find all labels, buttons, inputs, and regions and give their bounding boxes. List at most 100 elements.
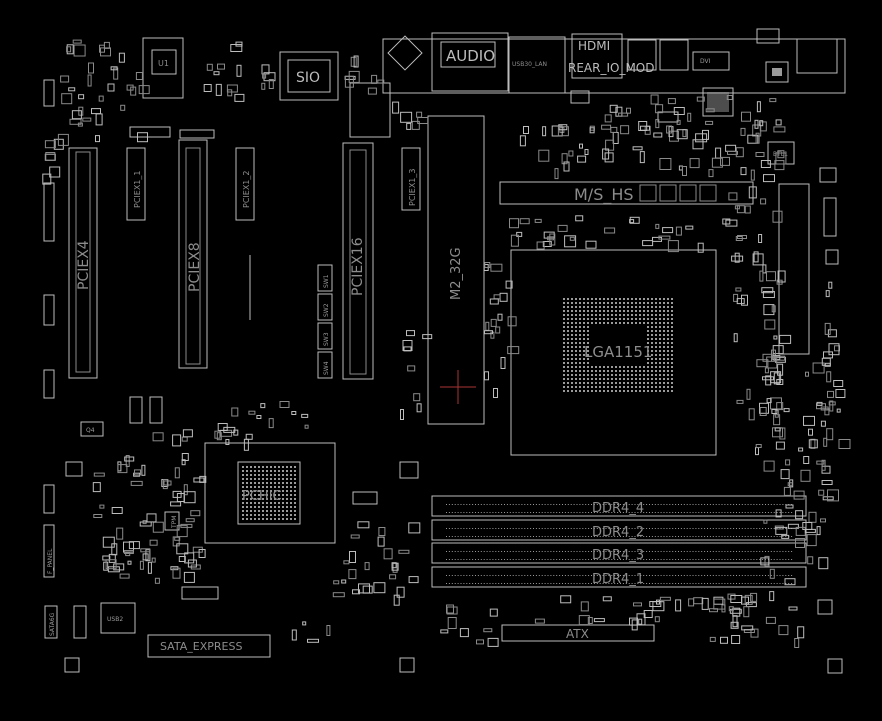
ddr-pin xyxy=(515,551,517,552)
sw3[interactable] xyxy=(317,322,333,350)
tpm-header[interactable] xyxy=(164,511,180,531)
cpu-pin xyxy=(631,390,633,392)
dvi-connector[interactable] xyxy=(692,51,730,71)
cpu-pin xyxy=(667,298,669,300)
cpu-pin xyxy=(651,338,653,340)
cpu-pin xyxy=(567,330,569,332)
switch-column: SW1 SW2 SW3 SW4 xyxy=(317,264,333,379)
ddr-pin xyxy=(614,536,616,537)
ddr-pin xyxy=(669,512,671,513)
pciex1-1-slot[interactable] xyxy=(126,147,146,221)
cpu-pin xyxy=(607,302,609,304)
usb2-header[interactable] xyxy=(100,602,136,634)
cpu-pin xyxy=(575,326,577,328)
smd-part xyxy=(72,39,82,44)
cpu-pin xyxy=(611,386,613,388)
fpanel-header[interactable] xyxy=(43,524,55,578)
ddr4-1-slot[interactable] xyxy=(431,566,807,588)
smd-part xyxy=(227,89,233,97)
sw1[interactable] xyxy=(317,264,333,292)
ddr-pin xyxy=(524,528,526,529)
smd-part xyxy=(235,41,243,47)
ddr-pin xyxy=(767,575,769,576)
ddr4-3-slot[interactable] xyxy=(431,542,807,564)
m2-slot-region: M2_32G xyxy=(427,115,485,425)
ddr-pin xyxy=(741,583,743,584)
smd-part xyxy=(762,353,775,362)
smd-part xyxy=(730,621,739,629)
ddr-pin xyxy=(666,528,668,529)
port-a[interactable] xyxy=(627,39,657,71)
ddr-pin xyxy=(547,528,549,529)
smd-part xyxy=(500,357,506,369)
pch-pin xyxy=(278,490,280,492)
ddr-pin xyxy=(759,512,761,513)
sw4[interactable] xyxy=(317,351,333,379)
ddr-pin xyxy=(463,583,465,584)
ddr4-4-slot[interactable] xyxy=(431,495,807,517)
ddr-pin xyxy=(776,551,778,552)
cpu-pin xyxy=(655,362,657,364)
cpu-pin xyxy=(611,366,613,368)
usb-lan-connector[interactable] xyxy=(508,36,566,94)
sw2[interactable] xyxy=(317,293,333,321)
smd-part xyxy=(589,127,595,134)
pch-chip[interactable] xyxy=(237,461,301,525)
ddr-pin xyxy=(451,583,453,584)
ddr-pin xyxy=(512,528,514,529)
smd-part xyxy=(709,636,716,642)
pciex16-slot[interactable] xyxy=(342,142,374,380)
ddr-pin xyxy=(559,575,561,576)
sata-express-connector[interactable] xyxy=(147,634,271,658)
hdmi-connector[interactable] xyxy=(571,33,623,79)
smd-part xyxy=(57,133,69,146)
ddr-pin xyxy=(472,575,474,576)
ddr-pin xyxy=(747,528,749,529)
audio-connector[interactable] xyxy=(431,32,509,92)
smd-part xyxy=(141,464,146,476)
ddr-pin xyxy=(495,528,497,529)
ddr-pin xyxy=(521,528,523,529)
pch-pin xyxy=(270,478,272,480)
ddr-pin xyxy=(765,512,766,513)
pciex4-slot[interactable] xyxy=(68,147,98,379)
ddr-pin xyxy=(721,575,723,576)
ddr-pin xyxy=(451,536,453,537)
ddr-pin xyxy=(614,583,616,584)
cpu-pin xyxy=(631,302,633,304)
ddr-pin xyxy=(736,536,737,537)
smd-part xyxy=(127,560,132,565)
smd-part xyxy=(610,126,618,133)
port-b[interactable] xyxy=(659,39,689,71)
cpu-pin xyxy=(591,378,593,380)
pciex1-3-slot[interactable] xyxy=(401,147,421,211)
ddr-pin xyxy=(466,559,468,560)
ddr-pin xyxy=(628,512,630,513)
atx-connector[interactable] xyxy=(501,624,655,642)
ddr-pin xyxy=(588,583,590,584)
ps2-connector[interactable] xyxy=(796,38,838,74)
ddr-pin xyxy=(509,512,511,513)
cpu-pin xyxy=(659,330,661,332)
cpu-socket[interactable] xyxy=(510,249,717,456)
cpu-pin xyxy=(567,342,569,344)
ddr-pin xyxy=(562,559,563,560)
cpu-pin xyxy=(587,374,589,376)
smd-part xyxy=(383,548,393,560)
cpu-pin xyxy=(627,386,629,388)
cpu-pin xyxy=(575,338,577,340)
sata6g-1[interactable] xyxy=(44,605,58,639)
ddr-pin xyxy=(738,504,740,505)
ddr-pin xyxy=(498,575,500,576)
pciex8-slot[interactable] xyxy=(178,139,208,369)
pciex1-2-slot[interactable] xyxy=(235,147,255,221)
smd-part xyxy=(120,104,126,111)
pch-pin xyxy=(258,506,260,508)
ddr-pin xyxy=(646,504,648,505)
sata6g-2[interactable] xyxy=(73,605,87,639)
pch-pin xyxy=(294,482,296,484)
cpu-pin xyxy=(603,298,605,300)
smd-part xyxy=(655,119,660,129)
ddr-pin xyxy=(498,536,500,537)
pch-pin xyxy=(242,466,244,468)
